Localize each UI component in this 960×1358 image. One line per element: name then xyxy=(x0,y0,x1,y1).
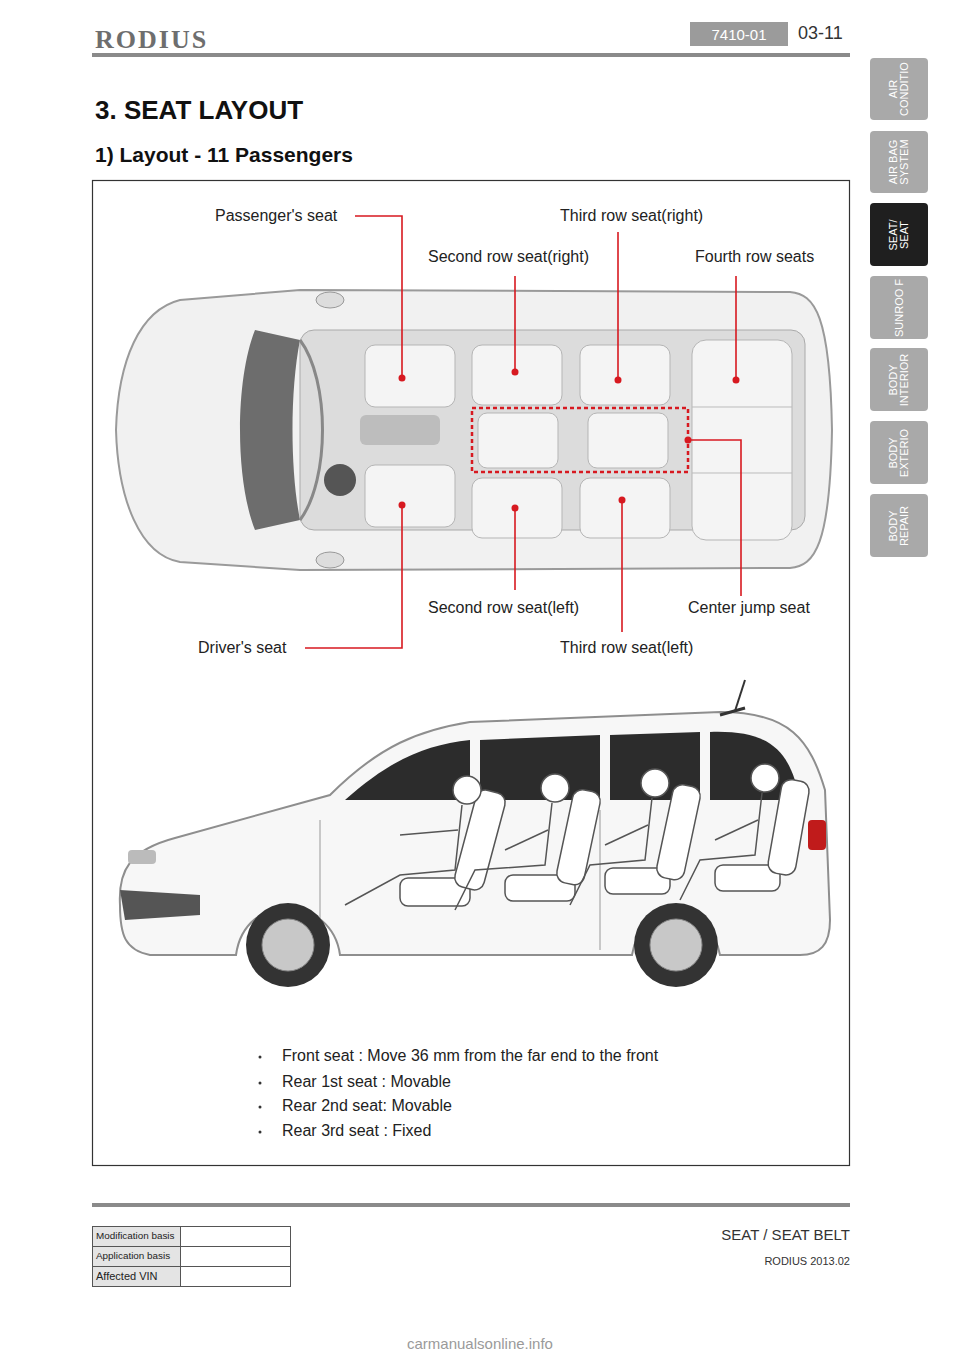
callout-label: Driver's seat xyxy=(198,639,286,657)
brand-logo: RODIUS xyxy=(95,25,208,55)
callout-label: Third row seat(left) xyxy=(560,639,693,657)
tab-label: AIR CONDITIO xyxy=(888,59,910,119)
code-text: 7410-01 xyxy=(690,26,788,43)
tab-label: BODY EXTERIO xyxy=(888,423,910,483)
section-tab: SEAT/ SEAT xyxy=(870,203,928,266)
car-top-view xyxy=(116,290,832,570)
section-tab: BODY INTERIOR xyxy=(870,348,928,411)
tab-label: AIR BAG SYSTEM xyxy=(888,132,910,192)
note-text: Rear 2nd seat: Movable xyxy=(282,1097,452,1115)
watermark: carmanualsonline.info xyxy=(407,1335,553,1352)
car-side-view xyxy=(120,680,830,987)
tab-label: SUNROO F xyxy=(894,278,905,338)
table-cell: Affected VIN xyxy=(96,1270,158,1283)
revision-table xyxy=(92,1227,291,1287)
page-title: 3. SEAT LAYOUT xyxy=(95,95,303,126)
section-tab: AIR CONDITIO xyxy=(870,58,928,120)
section-tab: AIR BAG SYSTEM xyxy=(870,131,928,193)
section-tab: BODY EXTERIO xyxy=(870,421,928,484)
callout-label: Fourth row seats xyxy=(695,248,814,266)
code-box: 7410-01 xyxy=(690,22,788,46)
callout-label: Center jump seat xyxy=(688,599,810,617)
callout-label: Second row seat(left) xyxy=(428,599,579,617)
tab-label: BODY INTERIOR xyxy=(888,350,910,410)
seated-occupants xyxy=(345,764,811,910)
callout-label: Passenger's seat xyxy=(215,207,337,225)
figure-frame xyxy=(93,181,850,1166)
section-tab: SUNROO F xyxy=(870,276,928,339)
table-cell: Modification basis xyxy=(96,1230,175,1241)
note-text: Rear 1st seat : Movable xyxy=(282,1073,451,1091)
footer-rule xyxy=(92,1203,850,1207)
note-text: Front seat : Move 36 mm from the far end… xyxy=(282,1047,658,1065)
section-heading: 1) Layout - 11 Passengers xyxy=(95,143,353,167)
callout-label: Second row seat(right) xyxy=(428,248,589,266)
footer-section: SEAT / SEAT BELT xyxy=(721,1226,850,1243)
callout-label: Third row seat(right) xyxy=(560,207,703,225)
note-text: Rear 3rd seat : Fixed xyxy=(282,1122,431,1140)
note-bullets xyxy=(259,1056,262,1134)
page-number: 03-11 xyxy=(798,23,843,44)
tab-label: SEAT/ SEAT xyxy=(888,205,910,265)
table-cell: Application basis xyxy=(96,1250,170,1261)
footer-date: RODIUS 2013.02 xyxy=(764,1255,850,1268)
leader-dots xyxy=(399,369,740,512)
tab-label: BODY REPAIR xyxy=(888,496,910,556)
leader-lines xyxy=(305,216,741,648)
section-tab: BODY REPAIR xyxy=(870,494,928,557)
